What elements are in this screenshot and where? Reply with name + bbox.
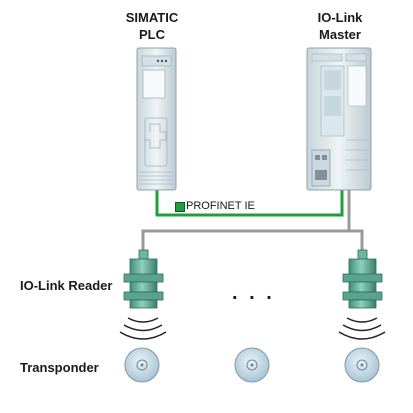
plc-title-line1: SIMATIC xyxy=(125,10,179,25)
transponder-label: Transponder xyxy=(20,360,99,375)
io-link-reader-icon-2 xyxy=(338,249,386,340)
profinet-cable xyxy=(155,190,344,217)
rfid-transponder-icon-3 xyxy=(344,347,380,383)
profinet-legend-swatch xyxy=(175,202,185,212)
io-link-cable xyxy=(141,190,351,252)
io-link-reader-icon xyxy=(119,249,167,340)
profinet-label: PROFINET IE xyxy=(186,200,255,212)
master-title-line1: IO-Link xyxy=(317,10,363,25)
rfid-transponder-icon-2 xyxy=(234,347,270,383)
ellipsis: . . . xyxy=(232,282,275,304)
plc-title-line2: PLC xyxy=(139,27,165,42)
io-link-master-icon xyxy=(306,47,372,191)
rfid-transponder-icon xyxy=(124,347,160,383)
plc-device-icon xyxy=(136,47,177,191)
master-title-line2: Master xyxy=(319,27,361,42)
io-link-cable-branch xyxy=(349,229,364,252)
reader-label: IO-Link Reader xyxy=(20,278,113,293)
